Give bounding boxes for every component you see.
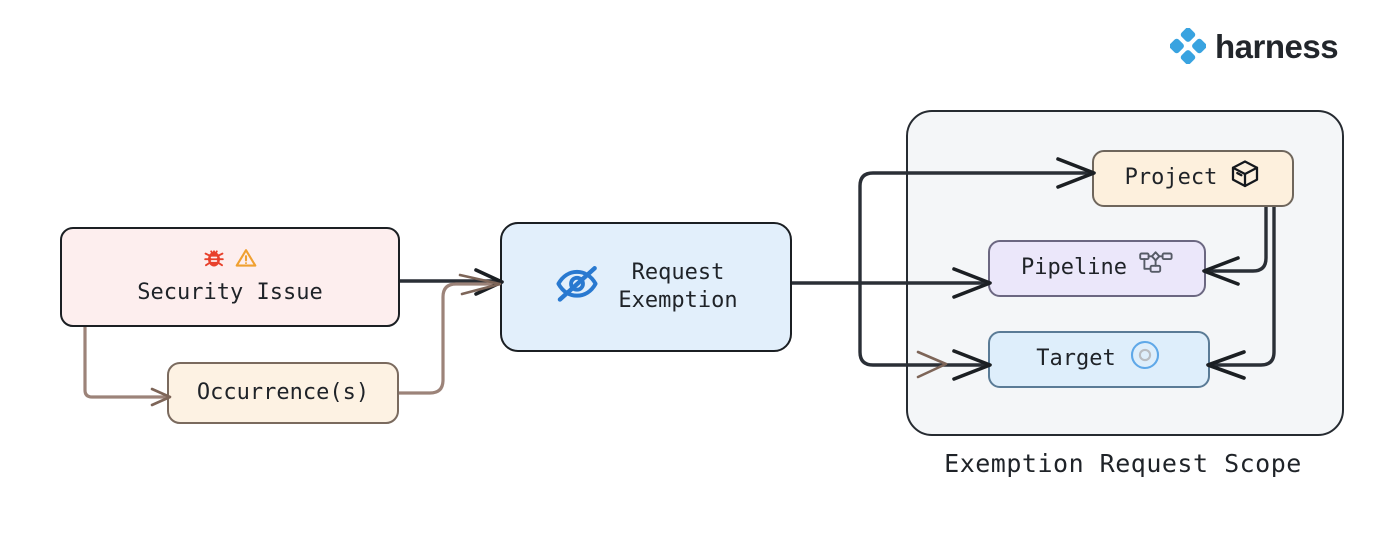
node-label: Project bbox=[1124, 165, 1218, 191]
node-pipeline[interactable]: Pipeline bbox=[988, 240, 1206, 297]
eye-off-icon bbox=[554, 260, 600, 314]
security-issue-icons bbox=[202, 247, 258, 277]
node-label: Pipeline bbox=[1021, 255, 1127, 281]
warning-triangle-icon bbox=[234, 246, 258, 278]
scope-group-label: Exemption Request Scope bbox=[944, 449, 1302, 478]
cube-icon bbox=[1229, 158, 1261, 198]
node-label: Target bbox=[1036, 346, 1116, 372]
bug-icon bbox=[202, 246, 226, 278]
node-target[interactable]: Target bbox=[988, 331, 1210, 388]
node-label: Occurrence(s) bbox=[196, 379, 370, 405]
pipeline-graph-icon bbox=[1139, 249, 1173, 287]
node-request-exemption[interactable]: Request Exemption bbox=[500, 222, 792, 352]
node-security-issue[interactable]: Security Issue bbox=[60, 227, 400, 327]
target-circle-icon bbox=[1128, 338, 1162, 380]
node-occurrences[interactable]: Occurrence(s) bbox=[167, 362, 399, 424]
harness-logo: harness bbox=[1169, 27, 1339, 65]
node-label: Security Issue bbox=[137, 279, 323, 305]
harness-diamond-logo-icon bbox=[1169, 27, 1207, 65]
harness-wordmark: harness bbox=[1215, 27, 1339, 65]
node-label: Request Exemption bbox=[618, 259, 738, 313]
node-project[interactable]: Project bbox=[1092, 150, 1294, 207]
